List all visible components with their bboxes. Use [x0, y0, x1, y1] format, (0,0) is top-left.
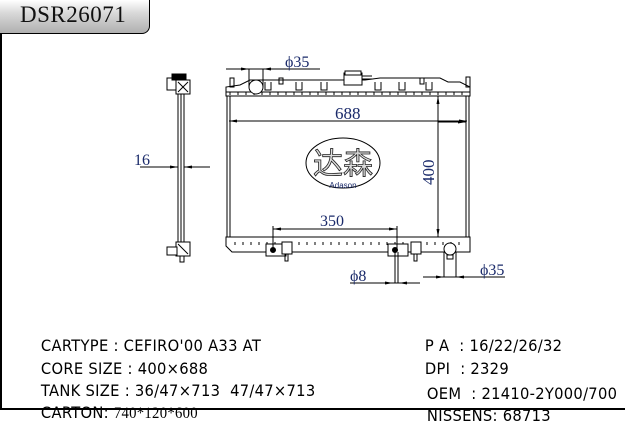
spec-core-size: CORE SIZE : 400×688 — [31, 340, 208, 378]
core-height-label: 400 — [419, 160, 438, 186]
spec-oem: OEM : 21410-2Y000/700 — [417, 365, 617, 403]
spec-label: TANK SIZE : — [40, 381, 135, 400]
spec-carton: CARTON: 740*120*600 — [31, 384, 198, 423]
spec-value: 68713 — [502, 406, 551, 425]
spec-label: CARTYPE : — [40, 336, 124, 355]
outlet-diameter-label: ϕ35 — [480, 262, 504, 279]
logo-latin: Adason — [329, 181, 356, 190]
mount-spacing-label: 350 — [320, 213, 344, 230]
part-number-title: DSR26071 — [20, 2, 127, 27]
spec-pa: P A : 16/22/26/32 — [415, 317, 562, 355]
spec-label: CORE SIZE : — [40, 359, 138, 378]
spec-value: 400×688 — [137, 359, 209, 378]
spec-value: 36/47×713 47/47×713 — [134, 381, 316, 400]
spec-tank-size: TANK SIZE : 36/47×713 47/47×713 — [31, 362, 315, 400]
side-view — [140, 73, 210, 263]
logo-chinese: 达森 — [313, 147, 373, 182]
inlet-diameter-label: ϕ35 — [285, 54, 309, 71]
adason-logo: 达森 Adason — [305, 137, 381, 190]
spec-value: 740*120*600 — [113, 405, 198, 422]
spec-dpi: DPI : 2329 — [415, 340, 509, 378]
radiator-drawing: 16 — [134, 54, 505, 285]
drawing-frame — [0, 34, 625, 410]
spec-label: P A : — [424, 336, 470, 355]
pin-diameter-label: ϕ8 — [350, 268, 366, 285]
spec-value: CEFIRO'00 A33 AT — [123, 336, 262, 355]
spec-value: 21410-2Y000/700 — [481, 384, 618, 403]
spec-value: 2329 — [470, 359, 509, 378]
spec-label: OEM : — [426, 384, 482, 403]
spec-label: DPI : — [424, 359, 471, 378]
core-width-label: 688 — [335, 104, 361, 123]
spec-nissens: NISSENS: 68713 — [417, 387, 551, 425]
part-number-tab: DSR26071 — [0, 0, 150, 34]
spec-value: 16/22/26/32 — [469, 336, 563, 355]
spec-label: NISSENS: — [426, 406, 503, 425]
core-thickness-label: 16 — [134, 152, 150, 169]
spec-cartype: CARTYPE : CEFIRO'00 A33 AT — [31, 317, 261, 355]
spec-label: CARTON: — [40, 403, 114, 422]
